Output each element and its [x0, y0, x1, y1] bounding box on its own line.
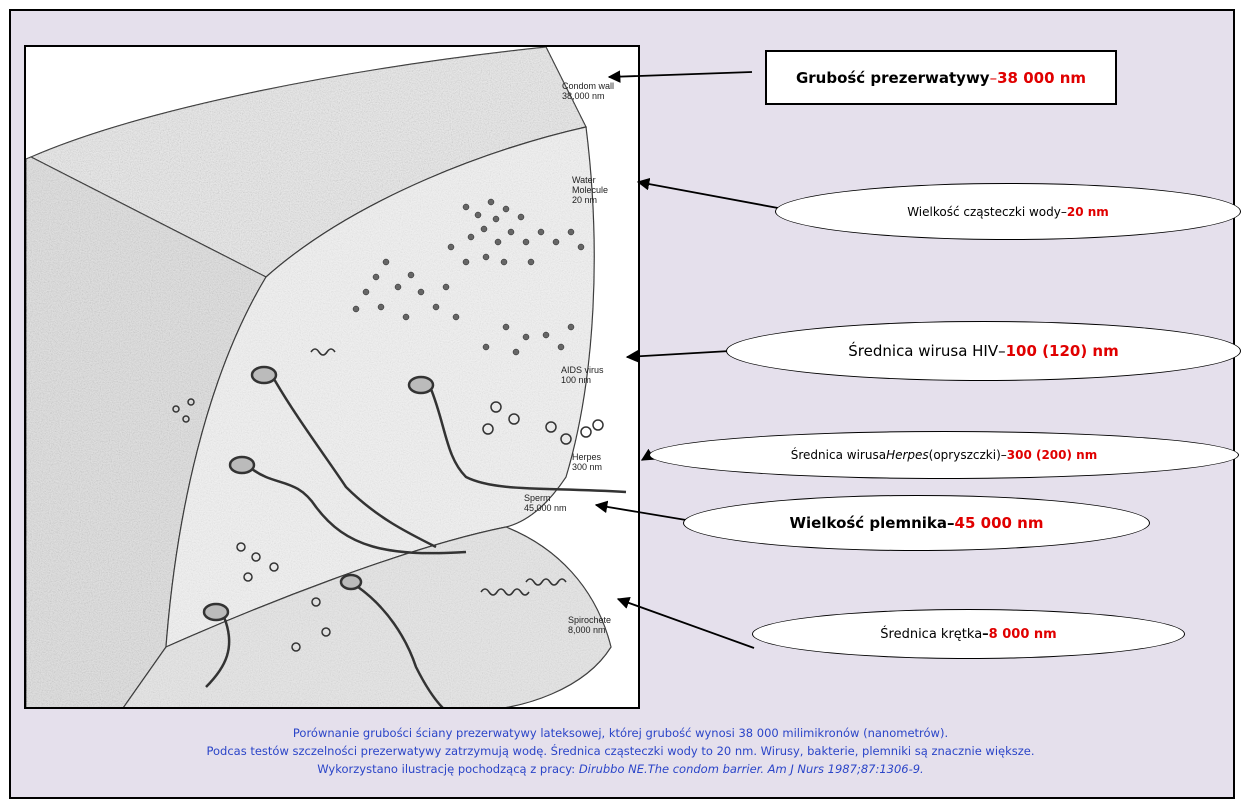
label-water-molecule: WaterMolecule20 nm: [572, 175, 608, 205]
callout-sperm: Wielkość plemnika – 45 000 nm: [683, 495, 1150, 551]
condom-wall-illustration: Condom wall38,000 nm WaterMolecule20 nm …: [24, 45, 640, 709]
label-herpes: Herpes300 nm: [572, 452, 602, 472]
callout-condom-thickness: Grubość prezerwatywy – 38 000 nm: [765, 50, 1117, 105]
caption-line-3: Wykorzystano ilustrację pochodzącą z pra…: [0, 761, 1241, 778]
callout-water: Wielkość cząsteczki wody – 20 nm: [775, 183, 1241, 240]
label-condom-wall: Condom wall38,000 nm: [562, 81, 614, 101]
label-sperm: Sperm45,000 nm: [524, 493, 567, 513]
caption-line-2: Podcas testów szczelności prezerwatywy z…: [0, 743, 1241, 760]
label-spirochete: Spirochete8,000 nm: [568, 615, 611, 635]
callout-spirochete: Średnica krętka – 8 000 nm: [752, 609, 1185, 659]
label-aids-virus: AIDS virus100 nm: [561, 365, 604, 385]
callout-herpes: Średnica wirusa Herpes (opryszczki) – 30…: [649, 431, 1239, 479]
callout-hiv: Średnica wirusa HIV – 100 (120) nm: [726, 321, 1241, 381]
illustration-drawing: [26, 47, 640, 709]
caption-line-1: Porównanie grubości ściany prezerwatywy …: [0, 725, 1241, 742]
caption-reference: Dirubbo NE.The condom barrier. Am J Nurs…: [579, 762, 924, 776]
